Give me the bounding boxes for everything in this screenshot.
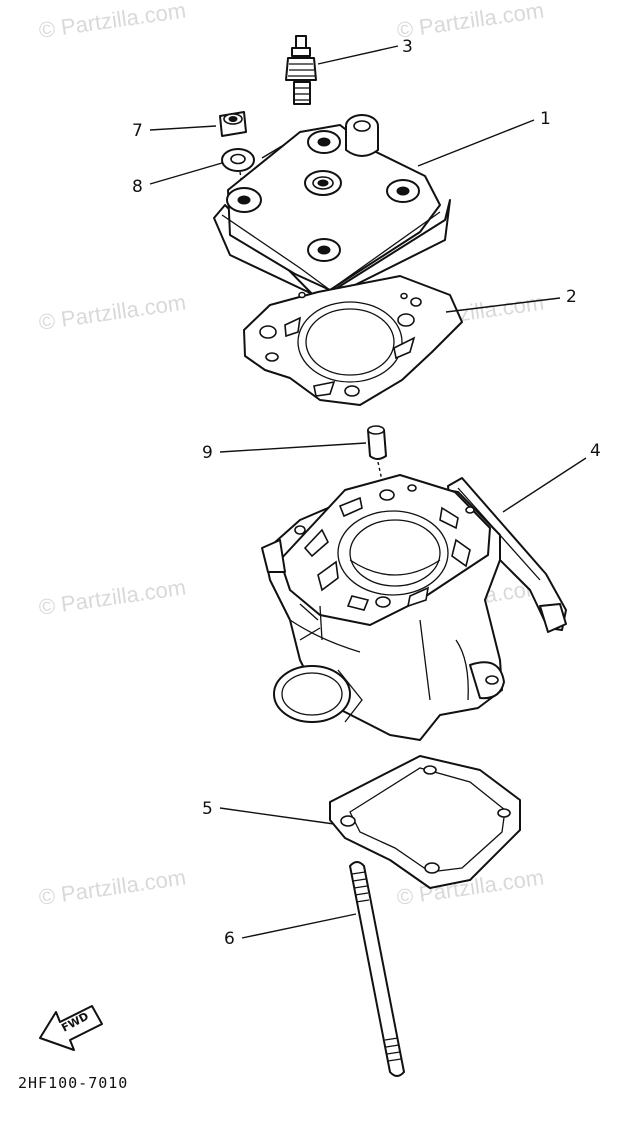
callout-4: 4 (590, 441, 601, 461)
diagram-code: 2HF100-7010 (18, 1074, 128, 1092)
callout-9: 9 (202, 443, 213, 463)
forward-arrow-icon: FWD (39, 1005, 103, 1051)
leader-lines (149, 45, 587, 939)
cylinder (261, 474, 505, 741)
callout-1: 1 (540, 109, 551, 129)
callout-2: 2 (566, 287, 577, 307)
callout-7: 7 (132, 121, 143, 141)
nut (219, 111, 247, 137)
base-gasket (329, 755, 521, 889)
callout-8: 8 (132, 177, 143, 197)
callout-6: 6 (224, 929, 235, 949)
spark-plug (285, 35, 317, 105)
watermark: © Partzilla.com (37, 865, 187, 910)
watermark: © Partzilla.com (395, 0, 545, 43)
watermark: © Partzilla.com (37, 0, 187, 43)
stud-bolt (349, 861, 405, 1077)
dowel-pin (367, 425, 387, 491)
watermark: © Partzilla.com (37, 290, 187, 335)
callouts: 3 7 8 1 2 9 4 5 6 (132, 37, 601, 949)
head-gasket (243, 275, 463, 406)
watermark: © Partzilla.com (37, 575, 187, 620)
callout-5: 5 (202, 799, 213, 819)
callout-3: 3 (402, 37, 413, 57)
cylinder-head (213, 114, 451, 301)
